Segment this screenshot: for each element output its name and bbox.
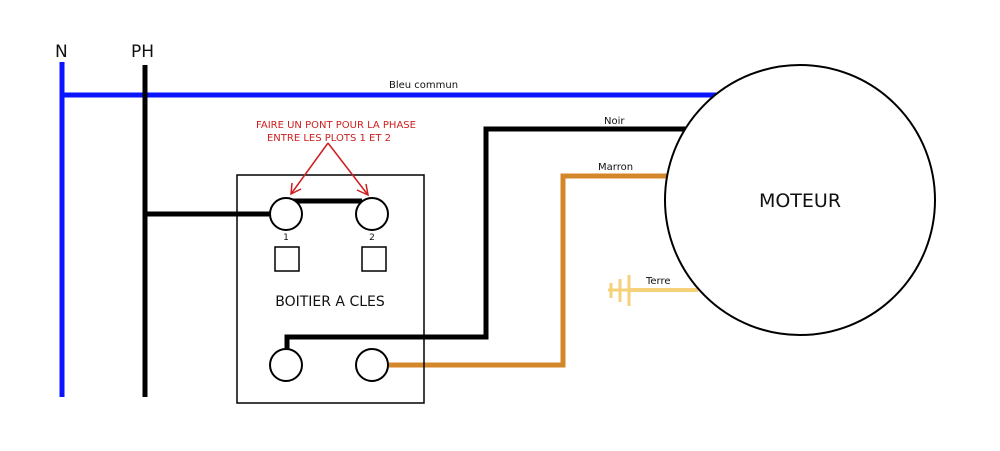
annotation-line-1: FAIRE UN PONT POUR LA PHASE (256, 120, 416, 131)
earth-ground-icon (608, 275, 631, 306)
terminal-1-label: 1 (283, 233, 289, 243)
indicator-square-2 (361, 246, 387, 272)
annotation-line-2: ENTRE LES PLOTS 1 ET 2 (267, 133, 391, 144)
terminal-3 (269, 348, 303, 382)
key-box (236, 174, 425, 404)
terminal-2 (355, 197, 389, 231)
neutral-label: N (55, 42, 68, 62)
earth-label: Terre (645, 276, 671, 287)
brown-wire-label: Marron (598, 162, 633, 173)
phase-label: PH (131, 42, 154, 62)
common-wire-label: Bleu commun (389, 80, 458, 91)
key-box-label: BOITIER A CLES (275, 294, 385, 310)
motor-label: MOTEUR (759, 190, 841, 212)
motor (664, 64, 936, 336)
indicator-square-1 (274, 246, 300, 272)
black-wire (284, 126, 689, 352)
terminal-1 (269, 197, 303, 231)
annotation-arrows (290, 142, 369, 197)
black-wire-label: Noir (604, 116, 625, 127)
brown-wire (387, 173, 668, 368)
terminal-4 (355, 348, 389, 382)
terminal-2-label: 2 (369, 233, 375, 243)
